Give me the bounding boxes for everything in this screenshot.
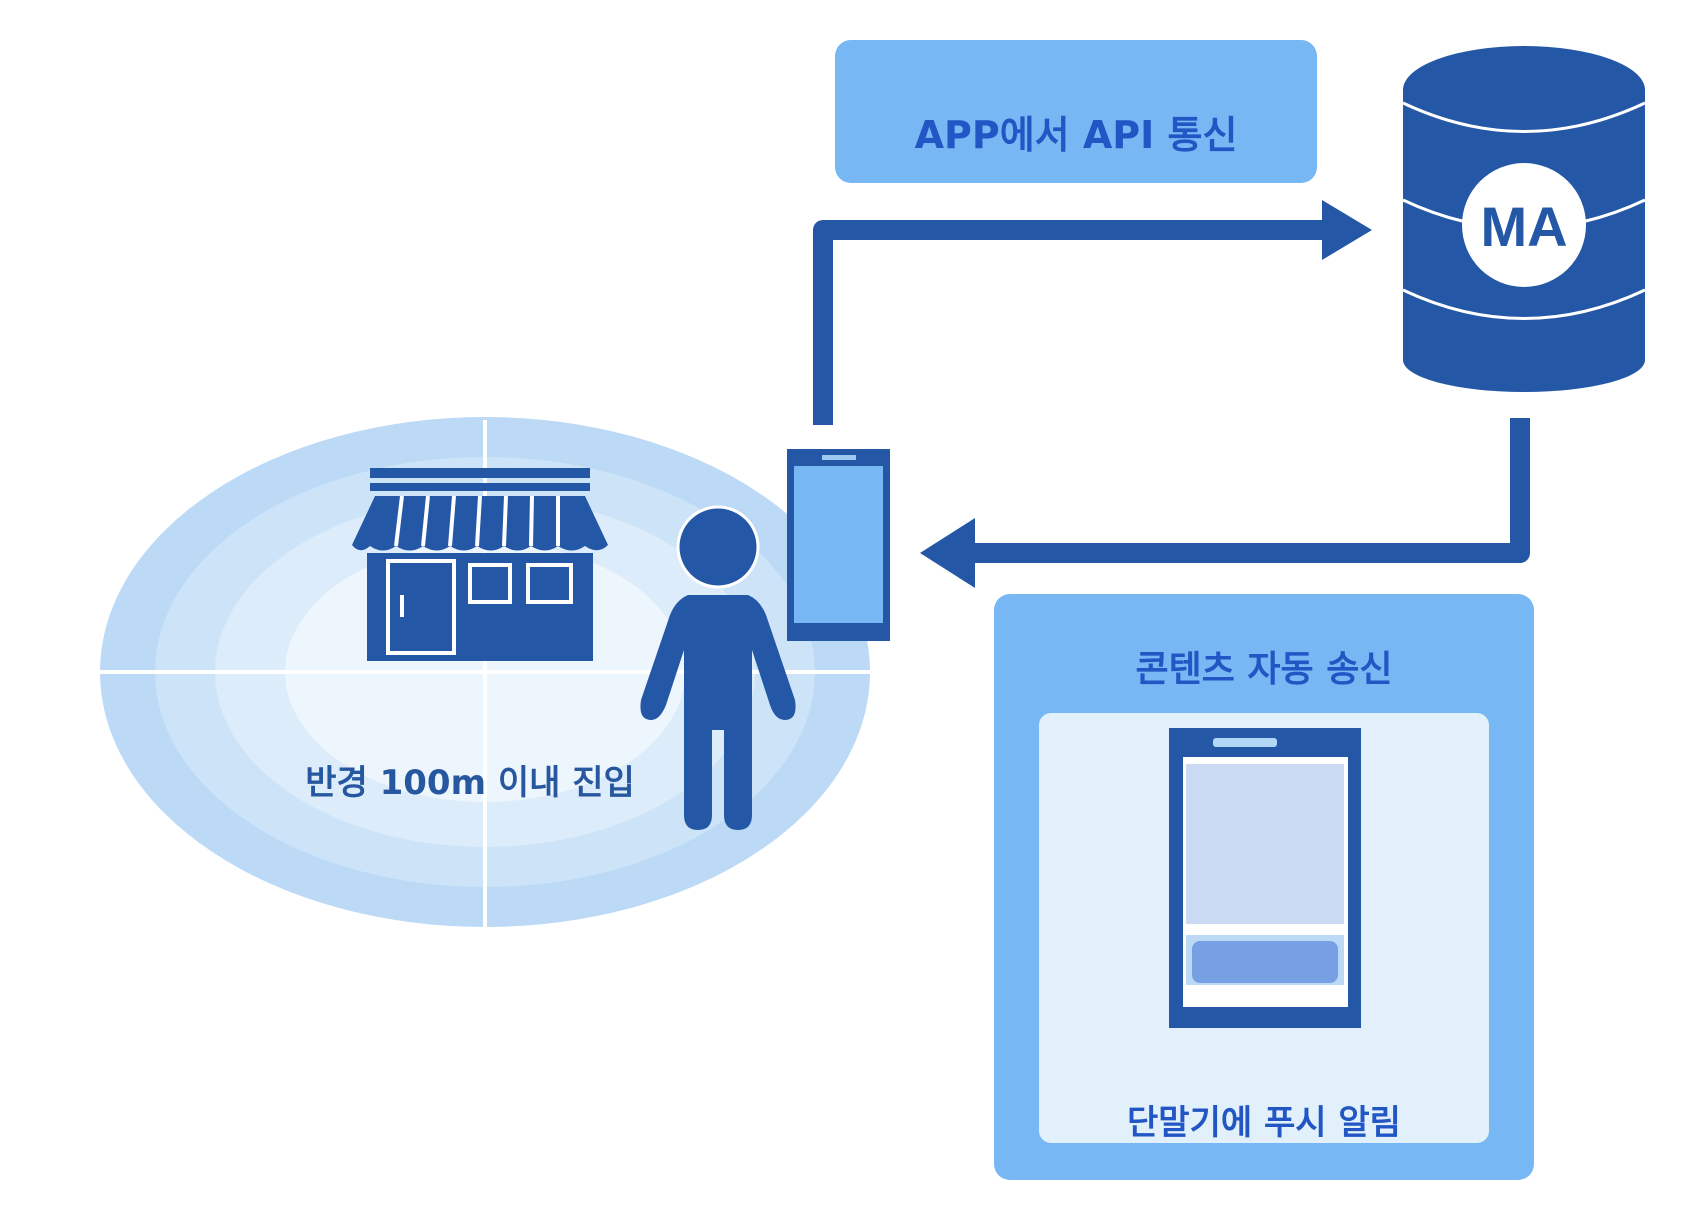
- smartphone-icon: [787, 449, 890, 641]
- push-response-arrow: [920, 418, 1530, 588]
- push-content-title: 콘텐츠 자동 송신: [1135, 649, 1393, 690]
- radius-zone-label: 반경 100m 이내 진입: [305, 763, 635, 803]
- api-communication-label: APP에서 API 통신: [914, 113, 1238, 157]
- push-content-subtitle: 단말기에 푸시 알림: [1127, 1103, 1401, 1143]
- radius-zone: [100, 417, 870, 930]
- api-communication-box: [835, 40, 1317, 183]
- api-request-arrow: [813, 200, 1372, 425]
- person-icon: [640, 505, 796, 830]
- push-content-panel: [1039, 713, 1489, 1143]
- database-label: MA: [1480, 195, 1567, 258]
- store-icon: [352, 468, 608, 661]
- database-icon: MA: [1402, 46, 1646, 392]
